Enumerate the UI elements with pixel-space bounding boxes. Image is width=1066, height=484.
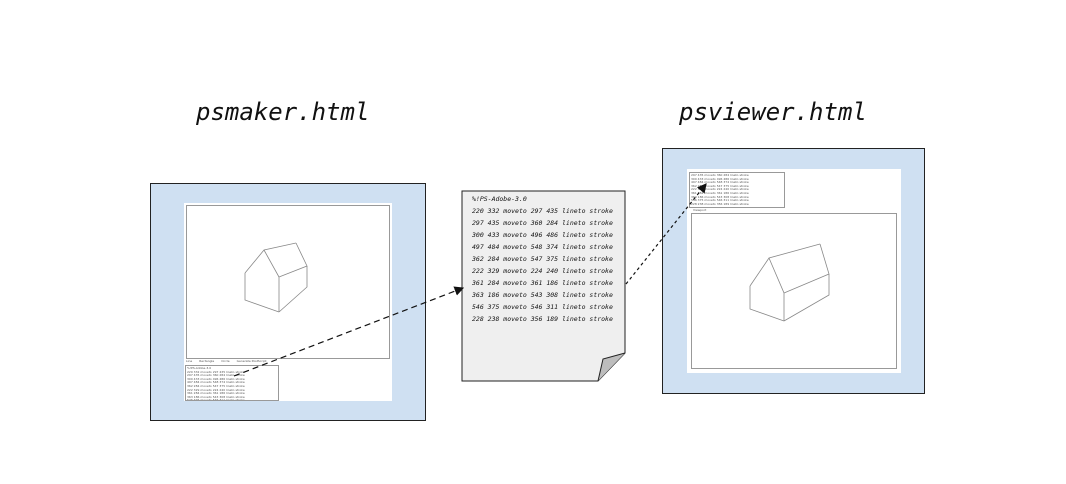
code-line: 361 284 moveto 361 186 lineto stroke xyxy=(691,190,749,195)
code-line: 497 484 moveto 548 374 lineto stroke xyxy=(187,380,245,385)
house-line xyxy=(278,266,308,313)
code-line: 546 375 moveto 546 311 lineto stroke xyxy=(187,398,245,401)
postscript-line: 297 435 moveto 360 284 lineto stroke xyxy=(472,219,613,227)
code-line: 222 329 moveto 224 240 lineto stroke xyxy=(691,187,749,192)
code-line: 362 284 moveto 547 375 lineto stroke xyxy=(691,183,749,188)
psviewer-render-canvas xyxy=(691,213,897,369)
house-drawing xyxy=(244,242,308,313)
code-line: 546 375 moveto 546 311 lineto stroke xyxy=(691,198,749,203)
postscript-line: 362 284 moveto 547 375 lineto stroke xyxy=(472,255,613,263)
house-line xyxy=(783,274,830,322)
menu-circle[interactable]: Circle xyxy=(221,359,230,363)
code-line: 363 186 moveto 543 308 lineto stroke xyxy=(691,194,749,199)
postscript-line: 222 329 moveto 224 240 lineto stroke xyxy=(472,267,613,275)
psmaker-page: Line Rectangle Circle Generate PostScrip… xyxy=(184,203,392,401)
psviewer-canvas-label: Viewport xyxy=(693,208,707,212)
psmaker-drawing-canvas[interactable] xyxy=(186,205,390,359)
house-render xyxy=(749,243,830,322)
house-line xyxy=(244,273,280,313)
code-line: 222 329 moveto 224 240 lineto stroke xyxy=(187,387,245,392)
psviewer-title: psviewer.html xyxy=(679,98,867,126)
code-line: 297 435 moveto 360 284 lineto stroke xyxy=(691,173,749,177)
code-line: 300 433 moveto 496 486 lineto stroke xyxy=(187,376,245,381)
postscript-line: 361 284 moveto 361 186 lineto stroke xyxy=(472,279,613,287)
code-line: 361 284 moveto 361 186 lineto stroke xyxy=(187,391,245,396)
postscript-line: 497 484 moveto 548 374 lineto stroke xyxy=(472,243,613,251)
menu-line[interactable]: Line xyxy=(186,359,193,363)
menu-rectangle[interactable]: Rectangle xyxy=(199,359,215,363)
arrow-file-to-viewer xyxy=(625,183,707,285)
postscript-line: 220 332 moveto 297 435 lineto stroke xyxy=(472,207,613,215)
code-line: %!PS-Adobe-3.0 xyxy=(187,366,212,370)
psmaker-window: Line Rectangle Circle Generate PostScrip… xyxy=(150,183,426,421)
postscript-file-icon xyxy=(461,190,626,382)
code-line: 297 435 moveto 360 284 lineto stroke xyxy=(187,373,245,378)
page-fold-corner xyxy=(597,352,626,382)
postscript-file-content: %!PS-Adobe-3.0 220 332 moveto 297 435 lin… xyxy=(472,193,613,325)
postscript-line: 546 375 moveto 546 311 lineto stroke xyxy=(472,303,613,311)
postscript-line: 228 238 moveto 356 189 lineto stroke xyxy=(472,315,613,323)
code-line: 362 284 moveto 547 375 lineto stroke xyxy=(187,383,245,388)
arrow-maker-to-file xyxy=(233,286,465,377)
postscript-line: 300 433 moveto 496 486 lineto stroke xyxy=(472,231,613,239)
house-line xyxy=(749,286,785,322)
code-line: 300 433 moveto 496 486 lineto stroke xyxy=(691,176,749,181)
psmaker-menubar: Line Rectangle Circle Generate PostScrip… xyxy=(186,359,306,365)
postscript-line: 363 186 moveto 543 308 lineto stroke xyxy=(472,291,613,299)
code-line: 228 238 moveto 356 189 lineto stroke xyxy=(691,201,749,206)
menu-generate-postscript[interactable]: Generate PostScript xyxy=(236,359,267,363)
code-line: 220 332 moveto 297 435 lineto stroke xyxy=(187,369,245,374)
code-line: 497 484 moveto 548 374 lineto stroke xyxy=(691,180,749,185)
code-line: 363 186 moveto 543 308 lineto stroke xyxy=(187,394,245,399)
psmaker-title: psmaker.html xyxy=(196,98,370,126)
postscript-line: %!PS-Adobe-3.0 xyxy=(472,195,527,203)
